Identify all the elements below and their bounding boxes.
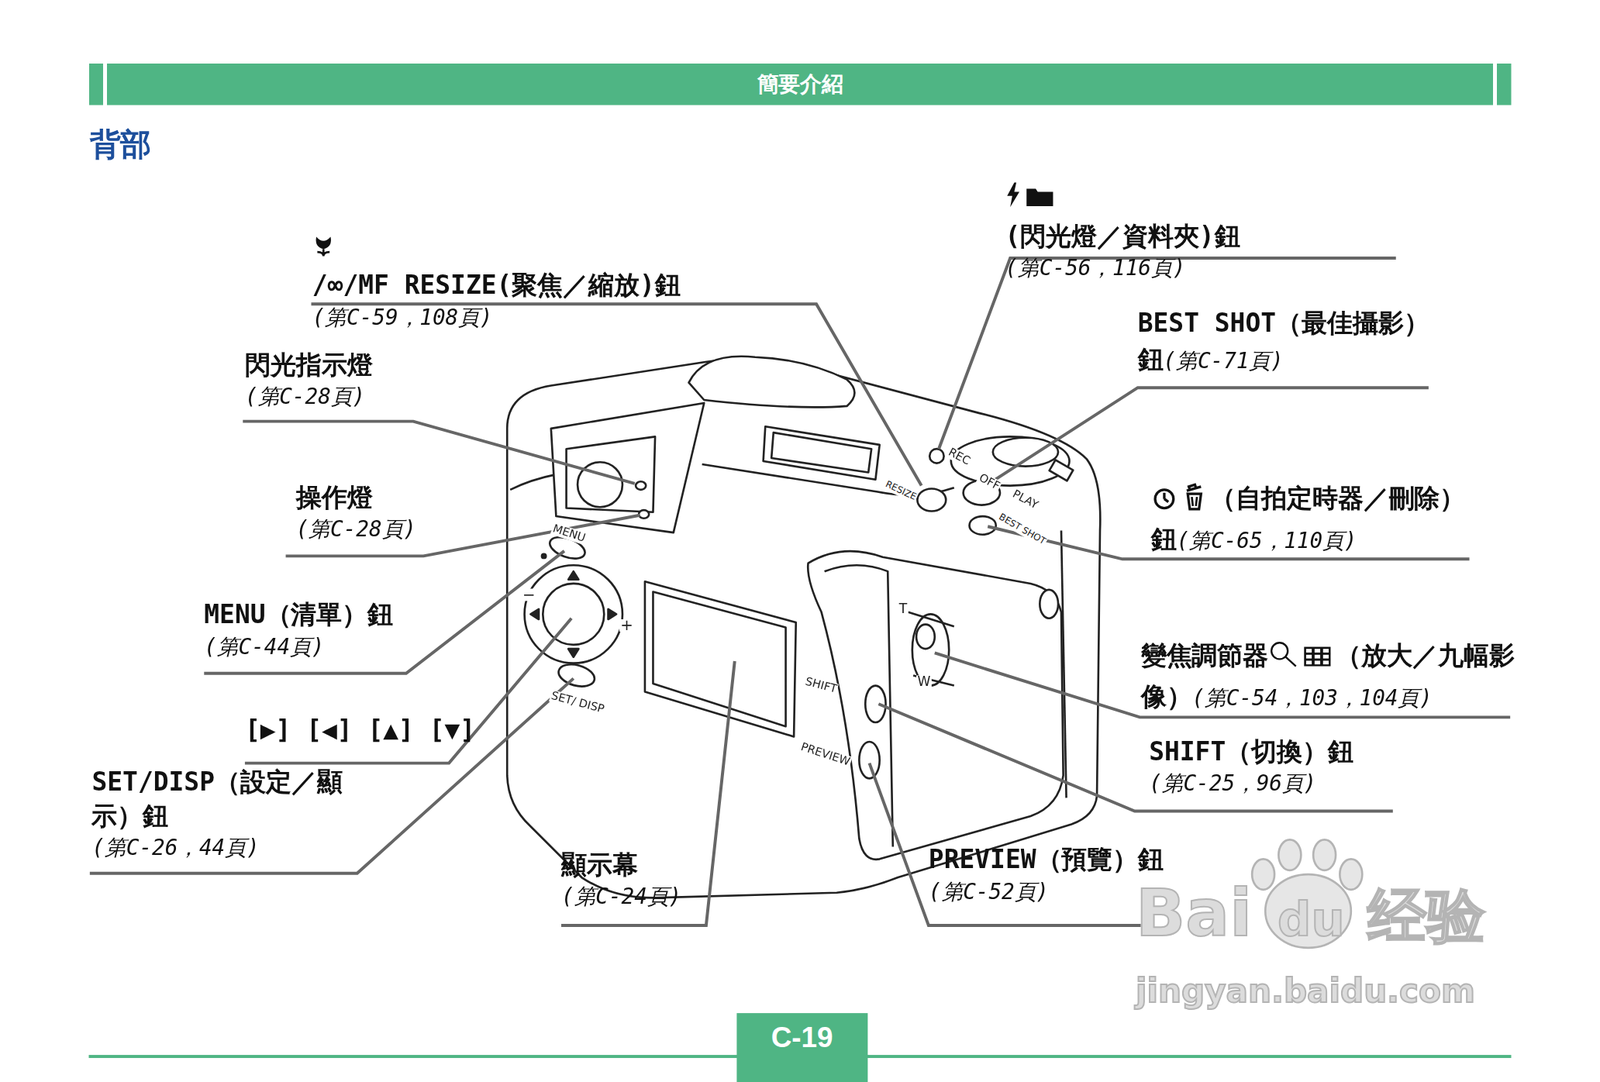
page-reference: (第C-59，108頁) [312, 305, 494, 331]
page-reference: (第C-71頁) [1163, 348, 1284, 374]
callout: 閃光指示燈(第C-28頁) [244, 348, 449, 416]
watermark: 经验 [1367, 877, 1487, 958]
page-reference: (第C-52頁) [928, 879, 1049, 905]
header-band: 簡要介紹 [89, 63, 1512, 106]
callout: （自拍定時器／刪除）鈕(第C-65，110頁) [1151, 481, 1483, 559]
part-name: [▶] [◀] [▲] [▼] [244, 715, 476, 745]
trash-icon [1180, 482, 1207, 523]
part-name: 操作燈 [296, 480, 500, 514]
page-reference: (第C-28頁) [244, 384, 366, 410]
folder-icon [1024, 183, 1056, 220]
page-reference: (第C-44頁) [203, 634, 325, 660]
part-name: MENU（清單）鈕 [203, 597, 469, 632]
page-title: 背部 [89, 124, 152, 167]
callout: /∞/MF RESIZE(聚焦／縮放)鈕 (第C-59，108頁) [312, 230, 793, 336]
page-reference: (第C-28頁) [296, 517, 417, 542]
body-marking: T [897, 603, 908, 616]
section-heading: 簡要介紹 [757, 69, 844, 99]
page-number-box: C-19 [736, 1013, 867, 1082]
callout: SET/DISP（設定／顯示）鈕(第C-26，44頁) [91, 765, 367, 866]
page-reference: (第C-26，44頁) [91, 835, 259, 861]
body-marking: − [521, 589, 537, 602]
zoomt-icon [1268, 639, 1299, 680]
page-reference: (第C-56，116頁) [1005, 255, 1187, 281]
flash-icon [1005, 181, 1022, 220]
part-name: /∞/MF RESIZE(聚焦／縮放)鈕 [312, 268, 793, 302]
callout: BEST SHOT（最佳攝影）鈕(第C-71頁) [1137, 306, 1439, 380]
callout: MENU（清單）鈕(第C-44頁) [203, 597, 469, 666]
callout: SHIFT（切換）鈕(第C-25，96頁) [1148, 734, 1435, 803]
part-name: SHIFT（切換）鈕 [1148, 734, 1435, 769]
callout: 顯示幕(第C-24頁) [561, 848, 766, 916]
page-number: C-19 [771, 1021, 834, 1082]
page-reference: (第C-54，103，104頁) [1191, 686, 1432, 711]
part-name: 變焦調節器 [1141, 641, 1269, 671]
page-reference: (第C-24頁) [561, 884, 682, 910]
part-name: PREVIEW（預覽）鈕 [928, 842, 1235, 876]
nine-icon [1302, 644, 1333, 680]
callout: 變焦調節器（放大／九幅影像）(第C-54，103，104頁) [1141, 638, 1521, 717]
macro-icon [312, 232, 335, 269]
callout: 操作燈 (第C-28頁) [296, 480, 500, 549]
watermark: jingyan.baidu.com [1135, 971, 1476, 1011]
body-marking: + [619, 619, 635, 632]
part-name: 閃光指示燈 [244, 348, 449, 382]
callout: [▶] [◀] [▲] [▼] [244, 715, 511, 751]
watermark: Bai [1135, 875, 1252, 951]
page-reference: (第C-25，96頁) [1148, 771, 1317, 797]
watermark: du [1277, 891, 1345, 947]
part-name: SET/DISP（設定／顯示）鈕 [91, 765, 367, 833]
page-reference: (第C-65，110頁) [1176, 528, 1358, 554]
callout: (閃光燈／資料夾)鈕(第C-56，116頁) [1005, 181, 1435, 287]
part-name: (閃光燈／資料夾)鈕 [1005, 219, 1435, 253]
body-marking: W [916, 675, 932, 688]
part-name: 顯示幕 [561, 848, 766, 882]
timer-icon [1151, 484, 1178, 523]
